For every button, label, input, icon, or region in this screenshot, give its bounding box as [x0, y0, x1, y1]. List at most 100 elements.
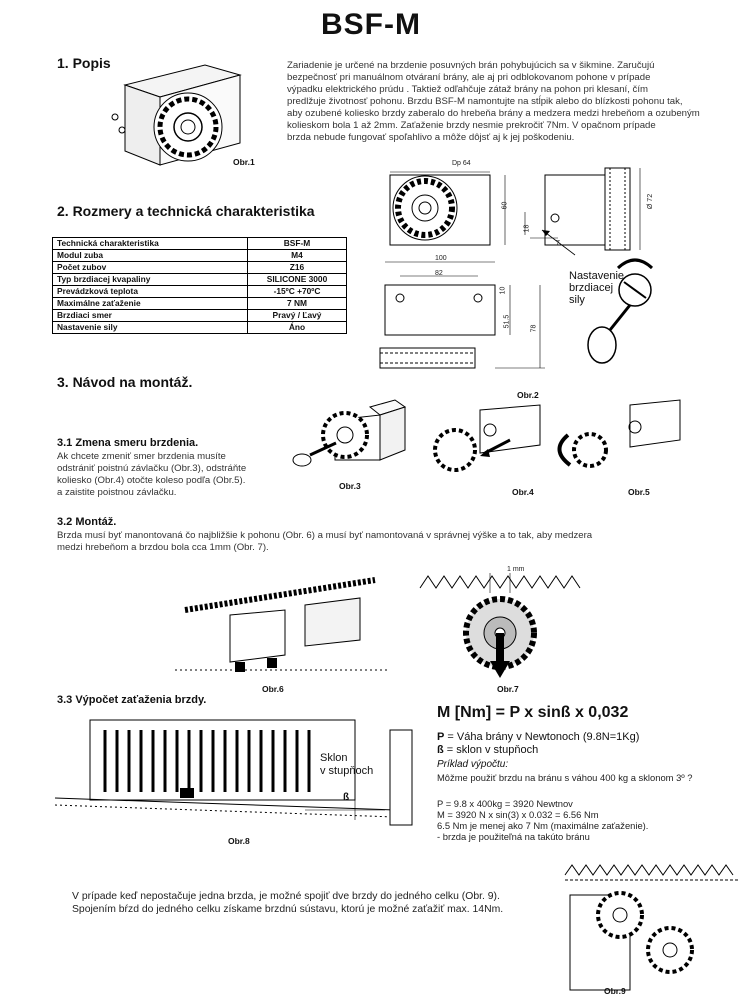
figure-caption-obr9: Obr.9 [604, 986, 626, 996]
table-cell: Pravý / Ľavý [247, 309, 347, 322]
dim-60: 60 [501, 201, 509, 210]
description-text: Zariadenie je určené na brzdenie posuvný… [287, 60, 737, 144]
footer-line: V prípade keď nepostačuje jedna brzda, j… [72, 891, 500, 902]
table-cell: SILICONE 3000 [247, 273, 347, 286]
b-definition: ß = sklon v stupňoch [437, 744, 538, 757]
figure-caption-obr5: Obr.5 [628, 487, 650, 497]
description-line: bezpečnosť pri manuálnom otváraní brány,… [287, 72, 651, 83]
slope-label: Sklon v stupňoch [320, 752, 373, 778]
section-dimensions-heading: 2. Rozmery a technická charakteristika [57, 203, 315, 219]
mounting-line: Brzda musí byť manontovaná čo najbližšie… [57, 530, 593, 541]
dim-100: 100 [435, 255, 447, 262]
dim-10: 10 [499, 286, 507, 295]
footer-line: Spojením bŕzd do jedného celku získame b… [72, 904, 504, 915]
dim-18: 18 [523, 224, 531, 233]
table-cell: Z16 [247, 261, 347, 274]
gap-illustration [419, 573, 581, 678]
description-line: Zariadenie je určené na brzdenie posuvný… [287, 60, 655, 71]
description-line: brzda nebude fungovať spoľahlivo a môže … [287, 132, 575, 143]
footer-text: V prípade keď nepostačuje jedna brzda, j… [72, 890, 503, 916]
table-cell: Prevádzková teplota [52, 285, 248, 298]
table-cell: Brzdiaci smer [52, 309, 248, 322]
dim-dp64: Dp 64 [452, 160, 471, 167]
table-cell: Modul zuba [52, 249, 248, 262]
load-formula: M [Nm] = P x sinß x 0,032 [437, 704, 629, 721]
table-header-cell: Technická charakteristika [52, 237, 248, 250]
adjust-label-line: brzdiacej [569, 282, 614, 294]
dim-d72: Ø 72 [647, 193, 655, 210]
table-cell: Áno [247, 321, 347, 334]
direction-text: Ak chcete zmeniť smer brzdenia musíte od… [57, 451, 297, 499]
direction-line: koliesko (Obr.4) otočte koleso podľa (Ob… [57, 475, 246, 486]
beta-symbol: ß [343, 792, 350, 803]
figure-caption-obr7: Obr.7 [497, 684, 519, 694]
dim-51-5: 51.5 [503, 314, 511, 329]
calc-line: 6.5 Nm je menej ako 7 Nm (maximálne zaťa… [437, 820, 649, 831]
table-cell: Maximálne zaťaženie [52, 297, 248, 310]
calc-line: - brzda je použiteľná na takúto bránu [437, 831, 590, 842]
table-cell: Typ brzdiacej kvapaliny [52, 273, 248, 286]
slope-label-line: Sklon [320, 752, 348, 764]
p-definition-text: = Váha brány v Newtonoch (9.8N=1Kg) [444, 731, 640, 743]
section-description-heading: 1. Popis [57, 55, 111, 71]
example-calculation: P = 9.8 x 400kg = 3920 Newtnov M = 3920 … [437, 798, 648, 842]
mounting-text: Brzda musí byť manontovaná čo najbližšie… [57, 530, 737, 554]
dim-7: 7 [556, 240, 560, 247]
mounting-line: medzi hrebeňom a brzdou bola cca 1mm (Ob… [57, 542, 269, 553]
figure-caption-obr8: Obr.8 [228, 836, 250, 846]
direction-line: Ak chcete zmeniť smer brzdenia musíte [57, 451, 226, 462]
subsection-direction-title: 3.1 Zmena smeru brzdenia. [57, 437, 199, 449]
double-brake-illustration [564, 864, 739, 991]
dim-78: 78 [530, 324, 538, 333]
slope-label-line: v stupňoch [320, 765, 374, 777]
p-definition: P = Váha brány v Newtonoch (9.8N=1Kg) [437, 731, 639, 744]
section-mounting-heading: 3. Návod na montáž. [57, 374, 193, 390]
direction-line: a zaistite poistnou závlačku. [57, 487, 177, 498]
technical-drawing [379, 167, 654, 369]
page-title: BSF-M [321, 8, 421, 41]
table-cell: Nastavenie sily [52, 321, 248, 334]
description-line: kolieskom bola 1 až 2mm. Zaťaženie brzdy… [287, 120, 656, 131]
figure-caption-obr3: Obr.3 [339, 481, 361, 491]
example-title: Príklad výpočtu: [437, 759, 509, 770]
spec-table: Technická charakteristika BSF-M Modul zu… [52, 237, 347, 334]
brake-unit-illustration [111, 64, 242, 166]
table-row: Prevádzková teplota-15ºC +70ºC [52, 285, 347, 298]
subsection-load-title: 3.3 Výpočet zaťaženia brzdy. [57, 694, 207, 706]
calc-line: M = 3920 N x sin(3) x 0.032 = 6.56 Nm [437, 809, 599, 820]
table-cell: 7 NM [247, 297, 347, 310]
b-definition-text: = sklon v stupňoch [443, 744, 539, 756]
mounting-illustration [175, 577, 390, 672]
description-line: aby ozubené koliesko brzdy zaberalo do h… [287, 108, 700, 119]
adjust-force-label: Nastavenie brzdiacej sily [569, 270, 624, 306]
figure-caption-obr2: Obr.2 [517, 390, 539, 400]
direction-change-illustration [292, 399, 681, 472]
adjust-label-line: Nastavenie [569, 270, 625, 282]
table-cell: M4 [247, 249, 347, 262]
gap-1mm: 1 mm [507, 566, 525, 573]
figure-caption-obr1: Obr.1 [233, 157, 255, 167]
dim-82: 82 [435, 270, 443, 277]
description-line: predlžuje životnosť pohonu. Brzdu BSF-M … [287, 96, 683, 107]
table-header-row: Technická charakteristika BSF-M [52, 237, 347, 250]
calc-line: P = 9.8 x 400kg = 3920 Newtnov [437, 798, 573, 809]
direction-line: odstrániť poistnú závlačku (Obr.3), odst… [57, 463, 247, 474]
table-cell: Počet zubov [52, 261, 248, 274]
description-line: výpadku elektrického prúdu . Taktiež odľ… [287, 84, 648, 95]
figure-caption-obr6: Obr.6 [262, 684, 284, 694]
slope-gate-illustration [54, 719, 413, 826]
table-cell: -15ºC +70ºC [247, 285, 347, 298]
table-header-cell: BSF-M [247, 237, 347, 250]
subsection-mounting-title: 3.2 Montáž. [57, 516, 117, 528]
b-symbol: ß [437, 744, 444, 756]
adjust-label-line: sily [569, 294, 585, 306]
example-question: Môžme použiť brzdu na bránu s váhou 400 … [437, 772, 693, 783]
figure-caption-obr4: Obr.4 [512, 487, 534, 497]
p-symbol: P [437, 731, 445, 743]
